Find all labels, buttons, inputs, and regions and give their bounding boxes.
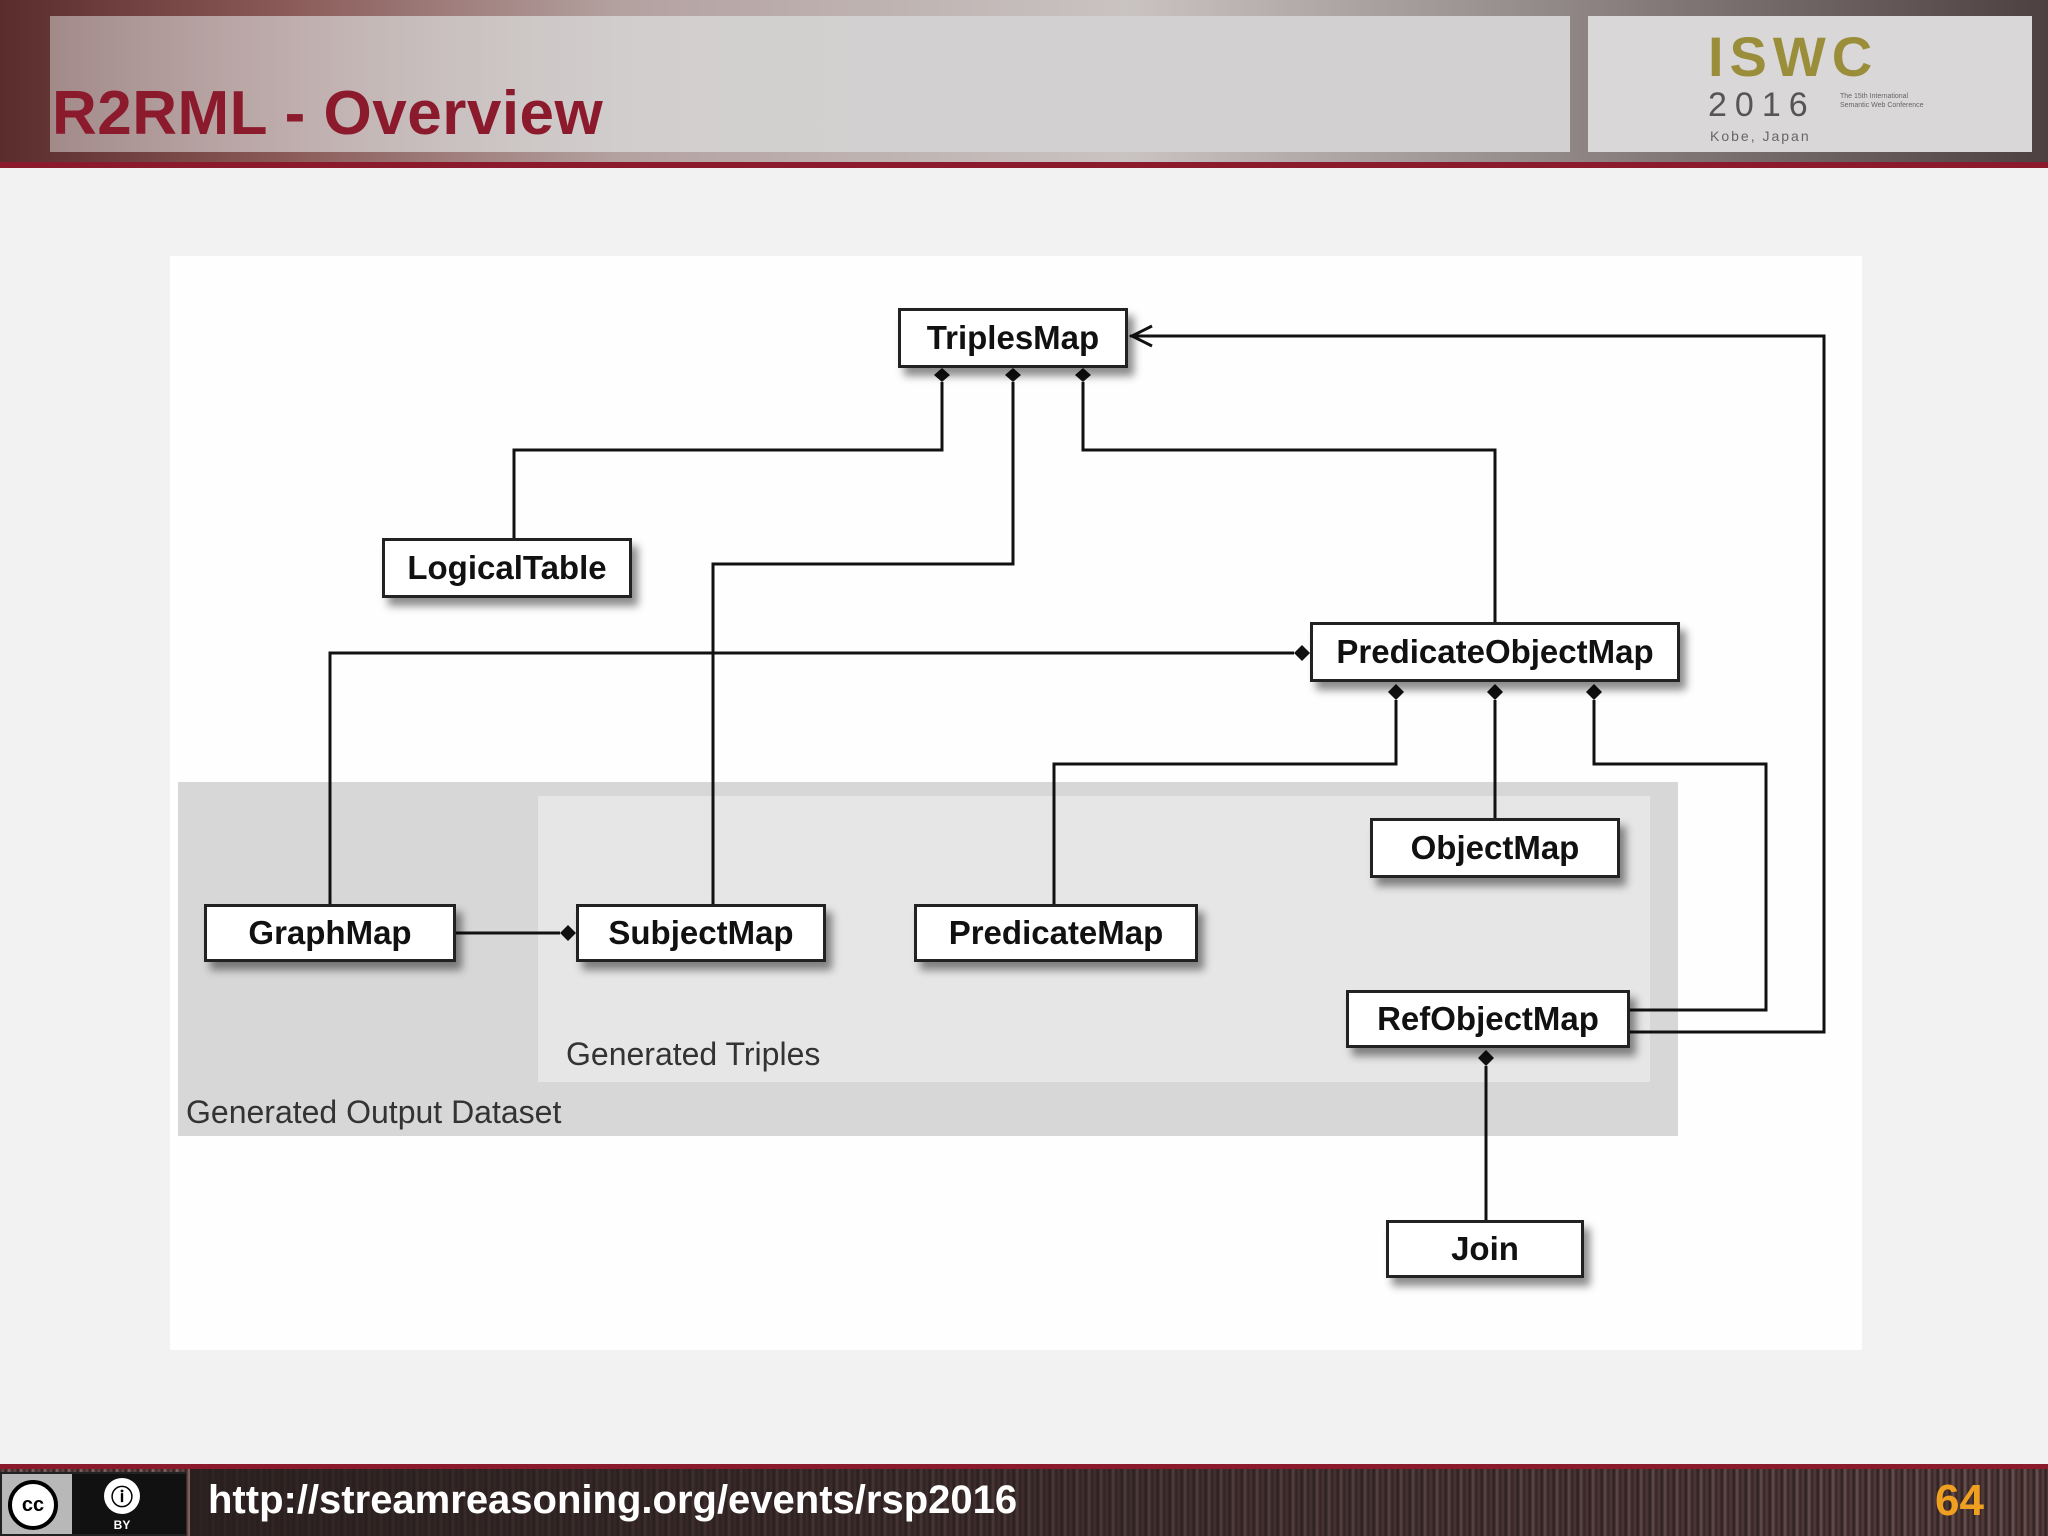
- node-object-map: ObjectMap: [1370, 818, 1620, 878]
- edge-triplesmap-subjectmap: [711, 382, 1015, 904]
- logo-year: 2016: [1708, 86, 1816, 124]
- generated-triples-label: Generated Triples: [566, 1036, 821, 1072]
- edge-predicateobjectmap-graphmap: [328, 651, 1294, 904]
- logo-conference: The 15th International Semantic Web Conf…: [1840, 93, 1924, 109]
- node-join: Join: [1386, 1220, 1584, 1278]
- logo-letters: ISWC: [1708, 25, 1879, 88]
- by-label: BY: [113, 1518, 131, 1532]
- edge-predicateobjectmap-predicatemap: [1052, 700, 1398, 904]
- slide-header: R2RML - Overview ISWC 2016 Kobe, Japan T…: [0, 0, 2048, 168]
- node-ref-object-map: RefObjectMap: [1346, 990, 1630, 1048]
- diagram-connectors: [328, 324, 1826, 1220]
- composition-diamond: [1294, 645, 1310, 661]
- edge-triplesmap-logicaltable: [512, 382, 944, 538]
- composition-diamond: [560, 925, 576, 941]
- node-logical-table: LogicalTable: [382, 538, 632, 598]
- edge-triplesmap-predicateobjectmap: [1081, 382, 1497, 622]
- iswc-logo: ISWC 2016 Kobe, Japan The 15th Internati…: [1588, 16, 2032, 152]
- composition-diamond: [1478, 1050, 1494, 1066]
- composition-diamond: [1487, 684, 1503, 700]
- r2rml-diagram: Generated Triples Generated Output Datas…: [170, 256, 1862, 1350]
- generated-output-dataset-label: Generated Output Dataset: [186, 1094, 562, 1130]
- title-panel: [50, 16, 1570, 152]
- creative-commons-icon: cc: [8, 1480, 58, 1530]
- footer-background: [190, 1469, 2048, 1536]
- composition-diamond: [1388, 684, 1404, 700]
- composition-diamond: [1005, 368, 1021, 382]
- attribution-icon: ⓘ: [104, 1478, 140, 1514]
- node-predicate-object-map: PredicateObjectMap: [1310, 622, 1680, 682]
- cc-by-license-badge[interactable]: cc ⓘ BY: [0, 1472, 186, 1536]
- node-graph-map: GraphMap: [204, 904, 456, 962]
- node-triples-map: TriplesMap: [898, 308, 1128, 368]
- composition-diamond: [1075, 368, 1091, 382]
- composition-diamond: [1586, 684, 1602, 700]
- slide-title: R2RML - Overview: [52, 79, 604, 148]
- footer-url-link[interactable]: http://streamreasoning.org/events/rsp201…: [208, 1478, 1018, 1522]
- composition-diamond: [934, 368, 950, 382]
- slide-footer: cc ⓘ BY http://streamreasoning.org/event…: [0, 1464, 2048, 1536]
- slide-number: 64: [1935, 1476, 1984, 1525]
- node-predicate-map: PredicateMap: [914, 904, 1198, 962]
- navigation-arrowhead: [1128, 324, 1153, 348]
- logo-city: Kobe, Japan: [1710, 128, 1811, 144]
- node-subject-map: SubjectMap: [576, 904, 826, 962]
- edge-predicateobjectmap-refobjectmap: [1592, 700, 1768, 1012]
- edge-refobjectmap-triplesmap: [1130, 334, 1826, 1034]
